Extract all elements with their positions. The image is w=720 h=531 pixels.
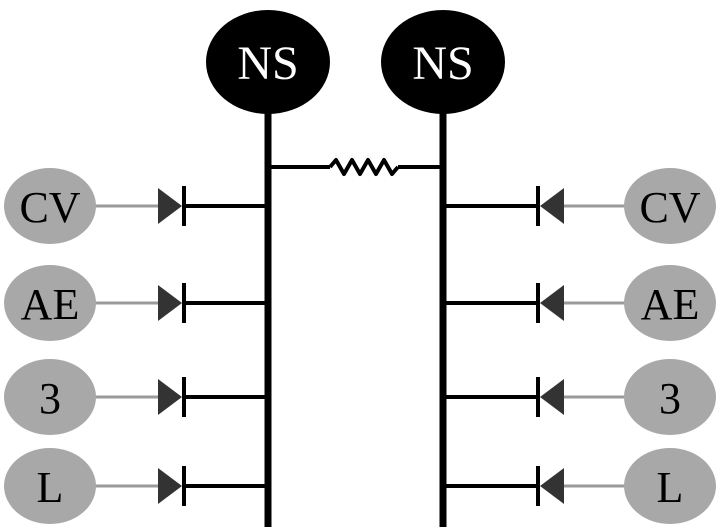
left-column: NS bbox=[206, 10, 330, 527]
left-ns-label: NS bbox=[237, 37, 298, 90]
right-module-3: 3 bbox=[443, 359, 716, 435]
right-module-ae: AE bbox=[443, 265, 716, 341]
right-column: NS bbox=[381, 10, 505, 527]
right-ae-node bbox=[624, 265, 716, 341]
right-module-cv: CV bbox=[443, 168, 716, 244]
right-cv-node bbox=[624, 168, 716, 244]
right-l-node bbox=[624, 448, 716, 524]
left-module-3: 3 bbox=[4, 359, 268, 435]
diode-icon bbox=[536, 466, 564, 506]
right-cv-label: CV bbox=[639, 183, 700, 232]
right-module-l: L bbox=[443, 448, 716, 524]
diode-icon bbox=[536, 186, 564, 226]
right-ns-node bbox=[381, 10, 505, 114]
right-ns-label: NS bbox=[412, 37, 473, 90]
coupling-resistor-zigzag bbox=[328, 158, 400, 176]
left-l-node bbox=[4, 448, 96, 524]
left-module-ae: AE bbox=[4, 265, 268, 341]
left-ae-node bbox=[4, 265, 96, 341]
right-ae-label: AE bbox=[641, 280, 700, 329]
left-3-node bbox=[4, 359, 96, 435]
left-ae-label: AE bbox=[21, 280, 80, 329]
right-l-label: L bbox=[657, 463, 684, 512]
left-3-label: 3 bbox=[39, 374, 61, 423]
diode-icon bbox=[536, 377, 564, 417]
left-module-l: L bbox=[4, 448, 268, 524]
left-l-label: L bbox=[37, 463, 64, 512]
resistor-icon bbox=[268, 158, 443, 176]
diode-icon bbox=[536, 283, 564, 323]
left-ns-node bbox=[206, 10, 330, 114]
left-cv-label: CV bbox=[19, 183, 80, 232]
left-cv-node bbox=[4, 168, 96, 244]
left-module-cv: CV bbox=[4, 168, 268, 244]
right-3-node bbox=[624, 359, 716, 435]
right-3-label: 3 bbox=[659, 374, 681, 423]
